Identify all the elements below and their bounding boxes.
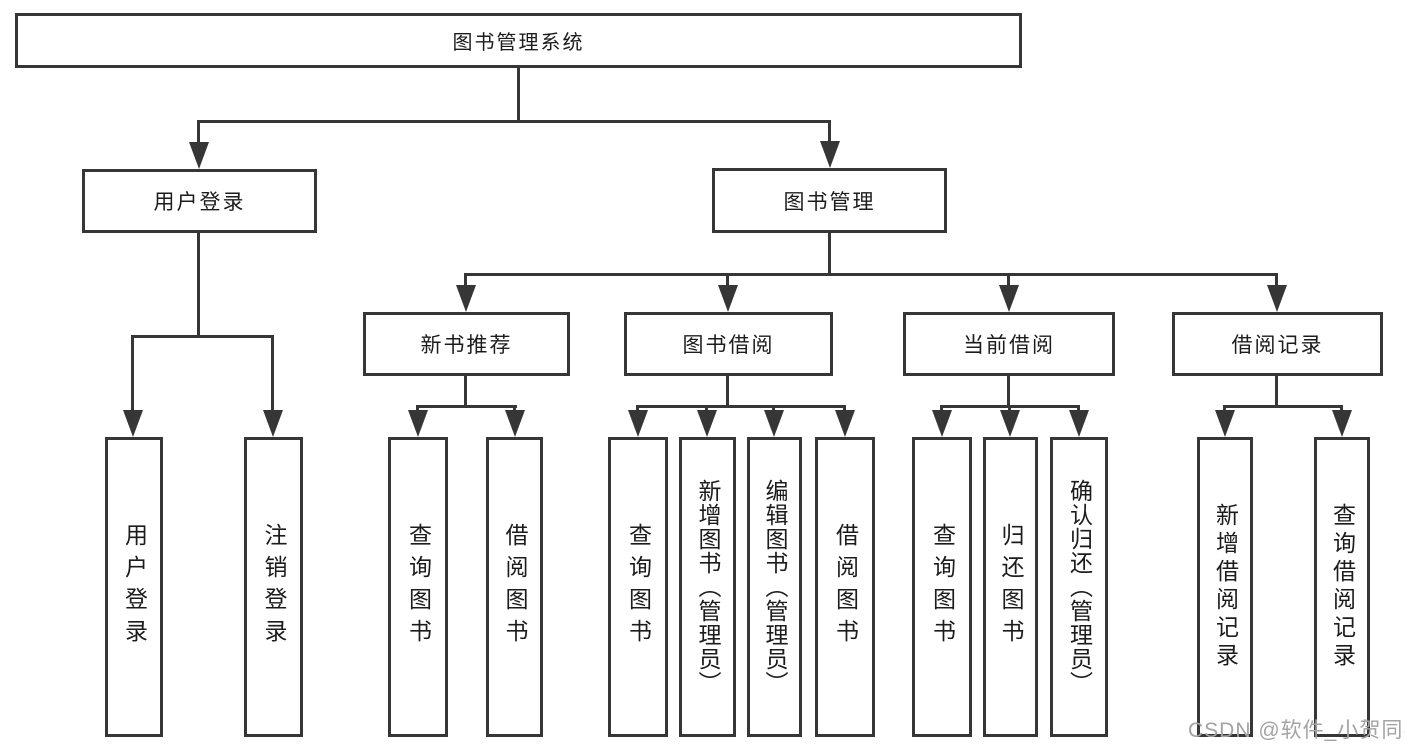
arrow-down-icon bbox=[505, 410, 525, 437]
connector-line bbox=[1275, 273, 1278, 288]
connector-line bbox=[517, 68, 520, 120]
connector-line bbox=[464, 376, 467, 405]
arrow-down-icon bbox=[408, 410, 428, 437]
connector-line bbox=[131, 335, 134, 413]
arrow-down-icon bbox=[123, 410, 143, 437]
watermark: CSDN @软件_小贺同学 bbox=[1188, 719, 1405, 742]
leaf-confirm-return-admin-label: 确认归还（管理员） bbox=[1066, 479, 1093, 695]
connector-line bbox=[726, 376, 729, 405]
connector-line bbox=[197, 120, 831, 123]
leaf-borrow-books-1: 借阅图书 bbox=[486, 437, 543, 737]
leaf-return-books: 归还图书 bbox=[983, 437, 1038, 737]
node-root-label: 图书管理系统 bbox=[452, 32, 585, 54]
connector-line bbox=[636, 405, 846, 408]
leaf-query-borrow-record-label: 查询借阅记录 bbox=[1329, 503, 1356, 671]
node-current-borrow-label: 当前借阅 bbox=[963, 334, 1055, 357]
node-user-login: 用户登录 bbox=[82, 169, 317, 233]
node-new-book-recommend-label: 新书推荐 bbox=[420, 334, 513, 357]
connector-line bbox=[1223, 405, 1343, 408]
leaf-borrow-books-1-label: 借阅图书 bbox=[502, 523, 528, 651]
node-book-management-label: 图书管理 bbox=[783, 190, 876, 214]
node-book-borrow-label: 图书借阅 bbox=[682, 334, 775, 357]
arrow-down-icon bbox=[456, 285, 476, 312]
arrow-down-icon bbox=[1332, 410, 1352, 437]
connector-line bbox=[197, 233, 200, 335]
connector-line bbox=[464, 273, 1278, 276]
leaf-add-borrow-record: 新增借阅记录 bbox=[1197, 437, 1253, 737]
leaf-add-book-admin: 新增图书（管理员） bbox=[679, 437, 736, 737]
leaf-query-books-2-label: 查询图书 bbox=[625, 523, 652, 651]
arrow-down-icon bbox=[1215, 410, 1235, 437]
connector-line bbox=[828, 233, 831, 273]
leaf-borrow-books-2-label: 借阅图书 bbox=[832, 523, 859, 651]
leaf-edit-book-admin-label: 编辑图书（管理员） bbox=[762, 479, 788, 695]
leaf-user-login-label: 用户登录 bbox=[121, 523, 148, 651]
leaf-borrow-books-2: 借阅图书 bbox=[815, 437, 875, 737]
node-book-borrow: 图书借阅 bbox=[624, 312, 833, 376]
connector-line bbox=[271, 335, 274, 413]
leaf-query-books-3: 查询图书 bbox=[912, 437, 972, 737]
arrow-down-icon bbox=[697, 410, 717, 437]
arrow-down-icon bbox=[628, 410, 648, 437]
arrow-down-icon bbox=[932, 410, 952, 437]
arrow-down-icon bbox=[189, 142, 209, 169]
leaf-return-books-label: 归还图书 bbox=[998, 523, 1024, 651]
connector-line bbox=[131, 335, 274, 338]
arrow-down-icon bbox=[1267, 285, 1287, 312]
leaf-add-book-admin-label: 新增图书（管理员） bbox=[695, 479, 721, 695]
connector-line bbox=[1275, 376, 1278, 405]
leaf-query-books-1: 查询图书 bbox=[388, 437, 448, 737]
arrow-down-icon bbox=[1069, 410, 1089, 437]
leaf-query-borrow-record: 查询借阅记录 bbox=[1314, 437, 1370, 737]
connector-line bbox=[416, 405, 517, 408]
leaf-logout-label: 注销登录 bbox=[261, 523, 287, 651]
leaf-add-borrow-record-label: 新增借阅记录 bbox=[1212, 503, 1239, 671]
arrow-down-icon bbox=[764, 410, 784, 437]
arrow-down-icon bbox=[718, 285, 738, 312]
node-user-login-label: 用户登录 bbox=[153, 191, 246, 214]
arrow-down-icon bbox=[820, 141, 840, 168]
node-root: 图书管理系统 bbox=[15, 13, 1022, 68]
leaf-query-books-1-label: 查询图书 bbox=[405, 523, 432, 651]
connector-line bbox=[464, 273, 467, 288]
connector-line bbox=[1007, 376, 1010, 405]
arrow-down-icon bbox=[263, 410, 283, 437]
node-book-management: 图书管理 bbox=[712, 168, 947, 233]
arrow-down-icon bbox=[999, 285, 1019, 312]
connector-line bbox=[828, 120, 831, 144]
leaf-logout: 注销登录 bbox=[244, 437, 303, 737]
node-borrow-records: 借阅记录 bbox=[1172, 312, 1383, 376]
leaf-confirm-return-admin: 确认归还（管理员） bbox=[1050, 437, 1108, 737]
leaf-query-books-2: 查询图书 bbox=[608, 437, 668, 737]
node-borrow-records-label: 借阅记录 bbox=[1231, 334, 1324, 357]
node-current-borrow: 当前借阅 bbox=[903, 312, 1115, 376]
connector-line bbox=[1007, 273, 1010, 288]
leaf-query-books-3-label: 查询图书 bbox=[929, 523, 956, 651]
leaf-edit-book-admin: 编辑图书（管理员） bbox=[747, 437, 802, 737]
leaf-user-login: 用户登录 bbox=[105, 437, 163, 737]
node-new-book-recommend: 新书推荐 bbox=[363, 312, 570, 376]
connector-line bbox=[197, 120, 200, 145]
connector-line bbox=[726, 273, 729, 288]
arrow-down-icon bbox=[1000, 410, 1020, 437]
arrow-down-icon bbox=[835, 410, 855, 437]
